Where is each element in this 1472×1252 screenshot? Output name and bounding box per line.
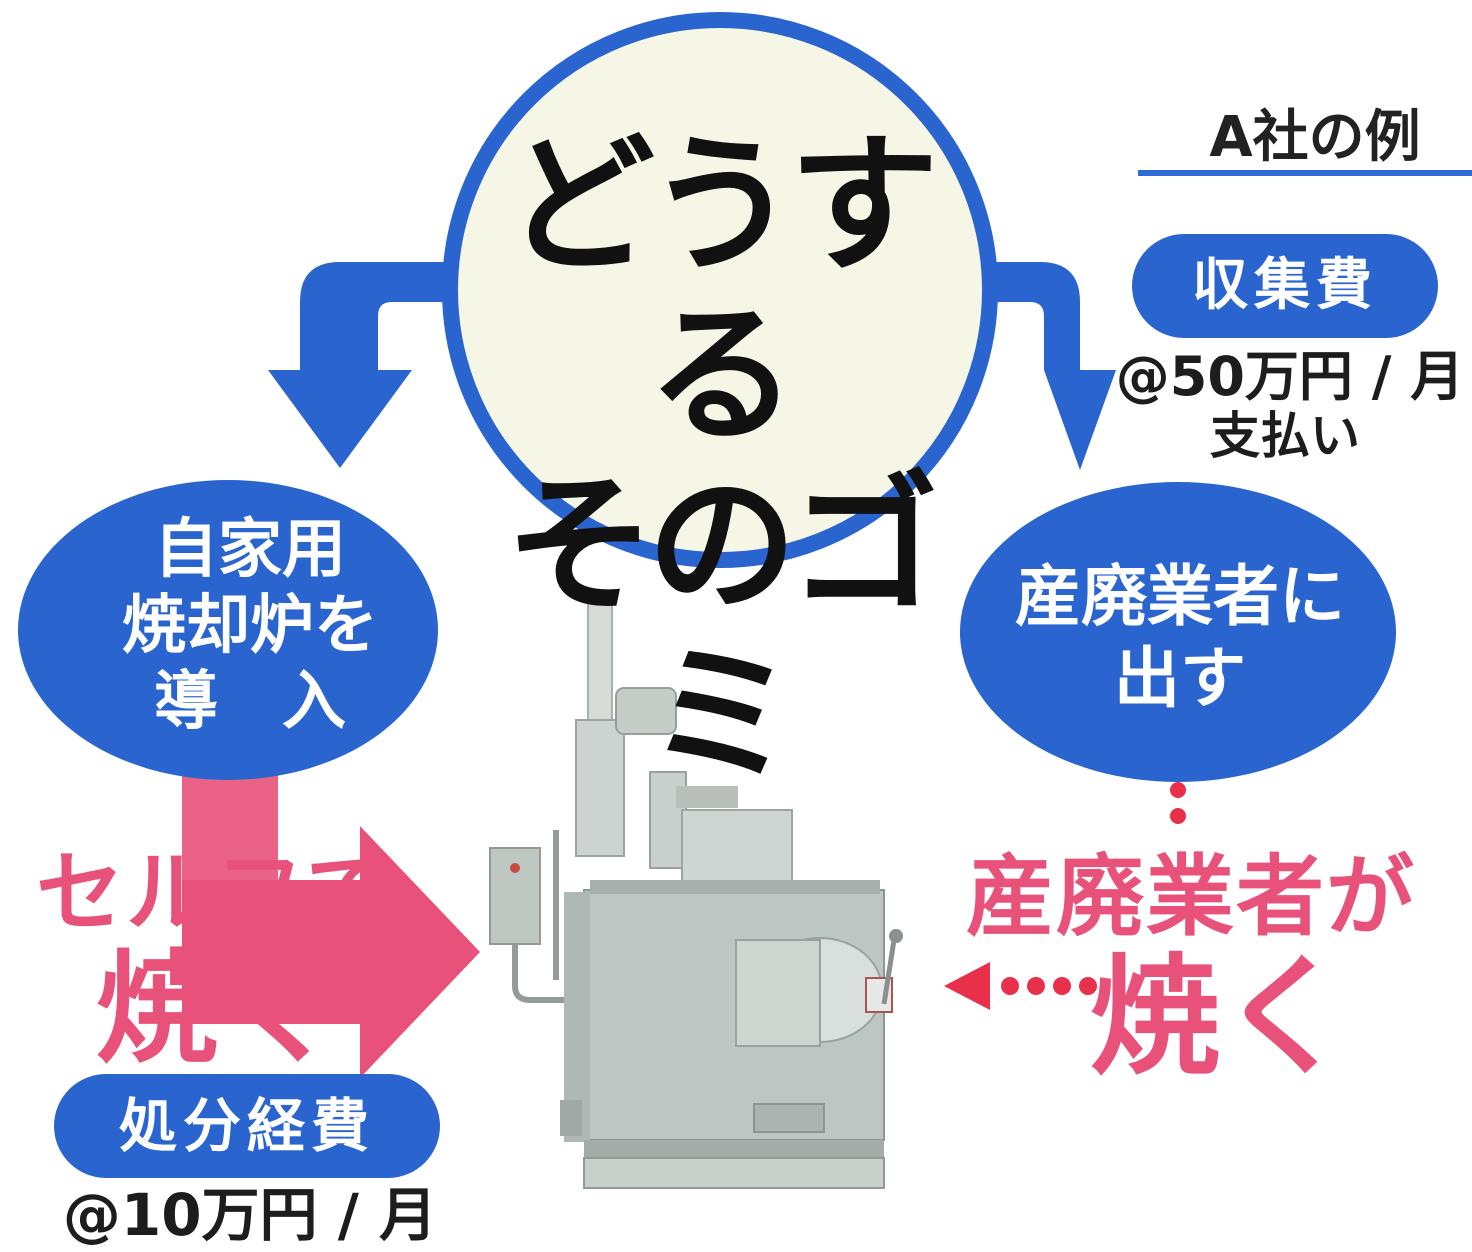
left-branch-arrow — [268, 262, 470, 468]
example-label: A社の例 — [1209, 105, 1421, 170]
center-line2: そのゴミ — [504, 457, 939, 803]
collection-fee-amount: @50万円 / 月 — [1115, 345, 1465, 408]
vendor-burn-label-line2: 焼く — [1090, 941, 1351, 1093]
self-burn-label-line1: セルフで — [36, 841, 397, 944]
dotted-connector — [944, 782, 1186, 1010]
collection-fee-badge: 収集費 — [1132, 234, 1438, 338]
self-burn-arrow — [182, 826, 480, 1078]
left-oval-line: 焼却炉を — [122, 589, 378, 663]
center-circle — [442, 12, 998, 568]
disposal-cost-amount: @10万円 / 月 — [62, 1181, 438, 1249]
collection-fee-note: 支払い — [1210, 407, 1360, 465]
right-oval — [960, 482, 1396, 782]
center-line1: どうする — [504, 117, 939, 463]
disposal-cost-badge: 処分経費 — [54, 1074, 440, 1178]
left-oval — [18, 480, 438, 780]
incinerator-photo — [489, 591, 903, 1189]
left-flow-stem — [182, 760, 278, 900]
center-question: どうする そのゴミ — [468, 120, 968, 800]
left-oval-line: 自家用 — [154, 513, 346, 587]
self-burn-label-line2: 焼く — [96, 938, 340, 1080]
right-oval-text: 産廃業者に 出す — [950, 556, 1410, 720]
right-oval-line: 出す — [1114, 640, 1246, 717]
vendor-burn-label-line1: 産廃業者が — [966, 845, 1417, 948]
right-branch-arrow — [965, 262, 1116, 470]
left-oval-line: 導 入 — [154, 665, 346, 739]
right-oval-line: 産廃業者に — [1015, 558, 1345, 635]
example-rule — [1138, 170, 1472, 176]
left-oval-text: 自家用 焼却炉を 導 入 — [40, 512, 460, 740]
